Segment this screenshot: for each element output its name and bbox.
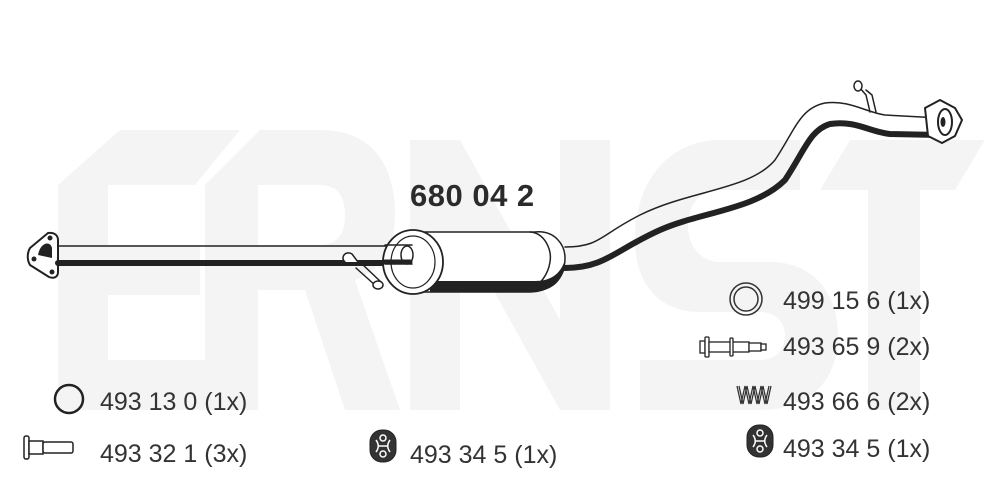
part-label-493321: 493 32 1 (3x) (100, 440, 248, 468)
part-label-493345-right: 493 34 5 (1x) (783, 435, 931, 463)
double-ring-gasket-icon (729, 282, 763, 316)
rubber-hanger-icon (746, 424, 774, 458)
spring-icon (736, 385, 772, 405)
part-label-493345-left: 493 34 5 (1x) (410, 441, 558, 469)
bolt-icon (23, 435, 74, 460)
flange-bolt-icon (699, 336, 767, 358)
part-label-493666: 493 66 6 (2x) (783, 388, 931, 416)
part-number-title: 680 04 2 (410, 178, 535, 213)
part-label-493130: 493 13 0 (1x) (100, 388, 248, 416)
rubber-hanger-icon (369, 429, 397, 463)
part-label-499156: 499 15 6 (1x) (783, 287, 931, 315)
part-label-493659: 493 65 9 (2x) (783, 333, 931, 361)
ring-gasket-icon (53, 383, 85, 415)
